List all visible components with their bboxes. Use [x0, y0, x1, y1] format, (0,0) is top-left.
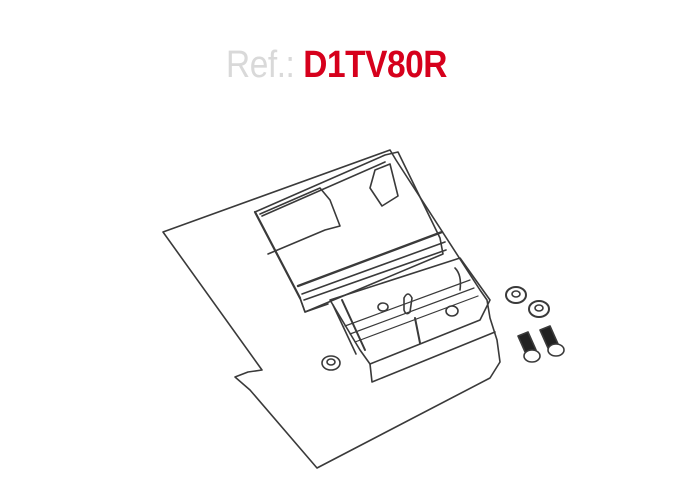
washer	[528, 300, 550, 318]
ref-code: D1TV80R	[303, 44, 448, 86]
bracket	[253, 151, 447, 313]
base-plate	[162, 149, 501, 469]
washer	[321, 355, 341, 371]
reference-heading: Ref.: D1TV80R	[40, 44, 632, 87]
screw	[539, 325, 565, 357]
screw	[517, 331, 541, 363]
washer	[505, 286, 527, 304]
clip	[329, 257, 496, 383]
ref-label: Ref.:	[225, 44, 295, 86]
